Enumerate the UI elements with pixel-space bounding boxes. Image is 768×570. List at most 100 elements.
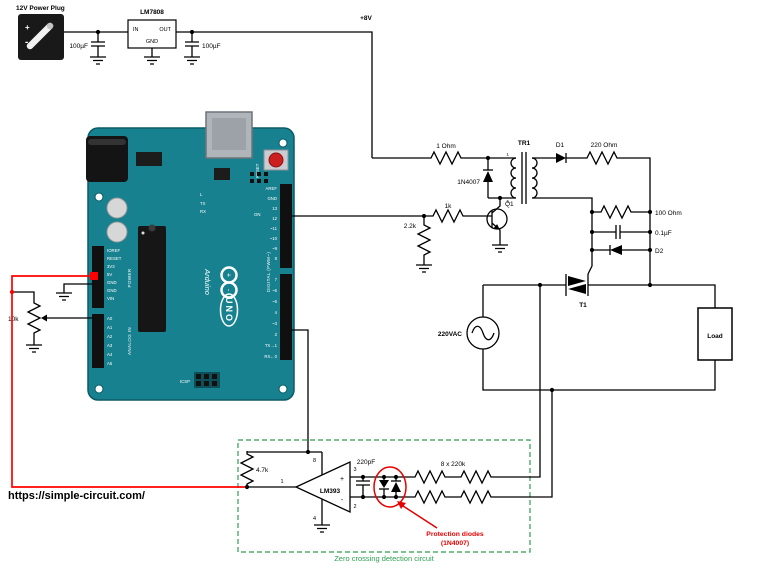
icsp-header: ICSP — [180, 372, 220, 388]
power-group-label: POWER — [127, 268, 132, 287]
d2-label: D2 — [655, 248, 664, 255]
rail-voltage-label: +8V — [360, 15, 372, 22]
annotation-line1: Protection diodes — [426, 531, 484, 538]
flyback-diode-label: 1N4007 — [457, 179, 480, 186]
icsp2-header — [250, 172, 268, 183]
pin1-label: 1 — [280, 479, 283, 485]
pulse-transformer: TR1 1 6 — [506, 140, 538, 204]
usb-interface-chip — [214, 168, 230, 180]
plug-label: 12V Power Plug — [16, 5, 65, 12]
pin-label-vin: VIN — [107, 296, 114, 301]
pin-label-rx0: RX←0 — [264, 354, 277, 359]
reset-silkscreen-label: RESET — [255, 163, 260, 178]
pin-label-5: ~5 — [272, 299, 278, 304]
gate-rail-wire — [620, 157, 651, 285]
zcd-section: 4.7k LM393 + - 8 4 3 2 1 220pF — [237, 285, 553, 563]
driver-section: 1 Ohm 1N4007 1k 2.2k Q1 — [292, 140, 682, 309]
logo-minus: - — [225, 289, 232, 292]
pin-label-a1: A1 — [107, 325, 113, 330]
led-rx-label: RX — [200, 209, 206, 214]
transistor-label: Q1 — [505, 201, 514, 208]
pin2-label: 2 — [353, 504, 356, 510]
load: Load — [697, 307, 733, 361]
analog-group-label: ANALOG IN — [127, 327, 132, 355]
brand-label: Arduino — [203, 268, 212, 295]
pin-label-12: 12 — [272, 216, 277, 221]
5v-supply-wire — [11, 275, 247, 488]
pot-wiper-arrow — [41, 314, 47, 322]
transformer-pin1: 1 — [506, 152, 509, 157]
regulator-out-label: OUT — [159, 27, 171, 33]
pin-label-7: 7 — [275, 277, 278, 282]
annotation-line2: (1N4007) — [441, 540, 469, 547]
pin-label-a0: A0 — [107, 316, 113, 321]
pin-label-gnd: GND — [267, 196, 277, 201]
pin-label-tx1: TX→1 — [265, 343, 278, 348]
pin-label-aref: AREF — [266, 186, 278, 191]
output-capacitor: 100µF — [183, 32, 221, 65]
pin-label-4: 4 — [275, 310, 278, 315]
board-pcb — [87, 127, 295, 401]
pin8-label: 8 — [313, 458, 316, 464]
pin-label-3: ~3 — [272, 321, 278, 326]
pin-label-a2: A2 — [107, 334, 113, 339]
potentiometer-input: 10k — [8, 283, 92, 353]
plug-plus-label: + — [25, 23, 30, 32]
regulator-in-label: IN — [133, 27, 139, 33]
pin-label-a3: A3 — [107, 343, 113, 348]
zcd-caption: Zero crossing detection circuit — [334, 554, 435, 563]
logo-plus: + — [225, 273, 232, 277]
annotation-circle — [373, 466, 407, 508]
led-tx-label: TX — [200, 201, 206, 206]
pin-label-6: ~6 — [272, 288, 278, 293]
electrolytic-capacitors — [106, 197, 128, 243]
snubber-resistor-label: 100 Ohm — [655, 210, 682, 217]
be-resistor-label: 2.2k — [404, 223, 417, 230]
arduino-logo: + - Arduino UNO — [203, 266, 239, 327]
reset-button: RESET — [255, 149, 289, 178]
triac-label: T1 — [579, 302, 587, 309]
pot-label: 10k — [8, 316, 19, 323]
regulator-gnd-label: GND — [146, 39, 158, 45]
voltage-regulator: LM7808 IN OUT GND — [127, 9, 177, 65]
sense-resistors-label: 8 x 220k — [441, 461, 466, 468]
output-cap-label: 100µF — [202, 43, 221, 50]
filter-capacitor: 220pF — [356, 459, 375, 497]
digital-group-label: DIGITAL (PWM~) — [266, 252, 271, 293]
pin-label-13: 13 — [272, 206, 277, 211]
triac-t1: T1 — [565, 274, 589, 309]
transformer-pin6: 6 — [506, 199, 509, 204]
sense-resistors: 8 x 220k — [411, 461, 495, 504]
protection-annotation: Protection diodes (1N4007) — [373, 466, 484, 547]
led-on-label: ON — [254, 212, 260, 217]
power-analog-pin-labels: IOREF RESET 3V3 5V GND GND VIN A0 A1 A2 … — [107, 248, 122, 366]
comparator-lm393: LM393 + - 8 4 3 2 1 — [280, 458, 356, 522]
gate-resistor-label: 220 Ohm — [591, 142, 618, 149]
mounting-holes — [94, 138, 288, 394]
pullup-label: 4.7k — [256, 467, 269, 474]
filter-cap-label: 220pF — [357, 459, 375, 466]
base-emitter-resistor: 2.2k — [404, 216, 433, 273]
pin-label-a4: A4 — [107, 352, 113, 357]
pin-label-a5: A5 — [107, 361, 113, 366]
pin-label-3v3: 3V3 — [107, 264, 115, 269]
pin-label-reset: RESET — [107, 256, 122, 261]
transistor-q1: Q1 — [486, 197, 516, 253]
pin3-label: 3 — [353, 467, 356, 473]
website-url: https://simple-circuit.com/ — [8, 490, 145, 502]
input-cap-label: 100µF — [69, 43, 88, 50]
power-supply-section: 12V Power Plug + - 100µF LM7808 IN OUT G… — [16, 5, 373, 158]
pullup-resistor: 4.7k — [240, 450, 269, 488]
zcd-boundary-box — [237, 439, 531, 553]
pin-label-8: 8 — [275, 256, 278, 261]
ac-mains-section: 220VAC Load — [438, 284, 733, 391]
transformer-label: TR1 — [518, 140, 531, 147]
model-label: UNO — [224, 297, 234, 323]
comparator-label: LM393 — [320, 488, 341, 495]
pin-label-10: ~10 — [270, 236, 278, 241]
ac-source-label: 220VAC — [438, 331, 462, 338]
input-bottom-wire — [350, 390, 553, 498]
junction-dots — [9, 29, 653, 500]
pin-label-5v: 5V — [107, 272, 112, 277]
